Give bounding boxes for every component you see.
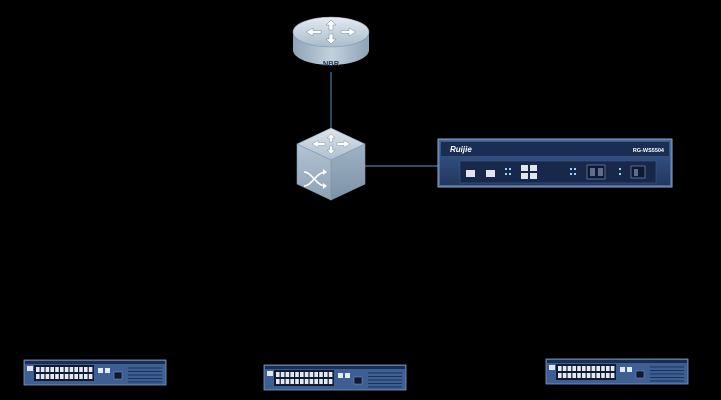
- access-switches: [23, 358, 689, 391]
- router-node[interactable]: NBR: [292, 16, 370, 68]
- links: [330, 72, 440, 167]
- access-switch-icon[interactable]: [263, 364, 407, 391]
- wireless-controller-ports: [466, 164, 646, 180]
- core-switch-icon: [296, 127, 366, 201]
- core-switch-node[interactable]: [296, 127, 366, 201]
- wireless-controller-node[interactable]: Ruijie RG-WS5504: [437, 138, 673, 188]
- wireless-controller-brand: Ruijie: [450, 145, 472, 154]
- access-switch-icon[interactable]: [23, 359, 167, 386]
- router-icon: [292, 16, 370, 65]
- router-label: NBR: [323, 59, 340, 68]
- wireless-controller-model: RG-WS5504: [633, 148, 665, 154]
- access-switch-icon[interactable]: [545, 358, 689, 385]
